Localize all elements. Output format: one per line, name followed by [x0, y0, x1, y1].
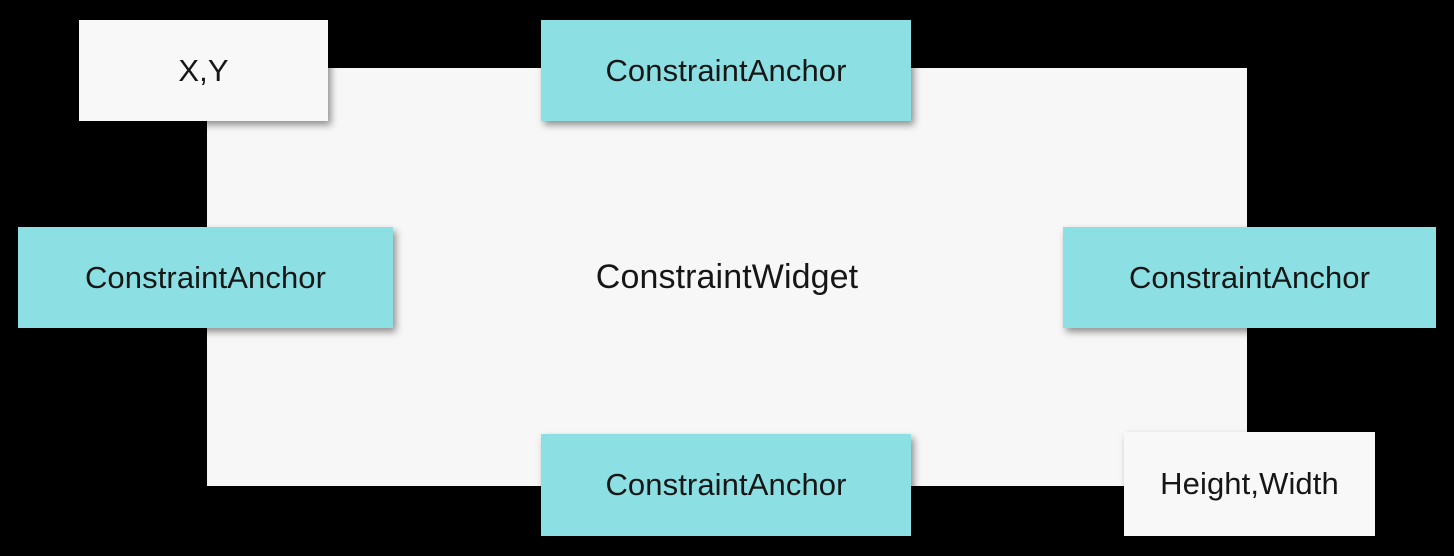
position-label-box[interactable]: X,Y: [79, 20, 328, 121]
constraint-anchor-right[interactable]: ConstraintAnchor: [1063, 227, 1436, 328]
constraint-anchor-top[interactable]: ConstraintAnchor: [541, 20, 911, 121]
size-label-box[interactable]: Height,Width: [1124, 432, 1375, 536]
constraint-anchor-bottom[interactable]: ConstraintAnchor: [541, 434, 911, 536]
constraint-anchor-left[interactable]: ConstraintAnchor: [18, 227, 393, 328]
